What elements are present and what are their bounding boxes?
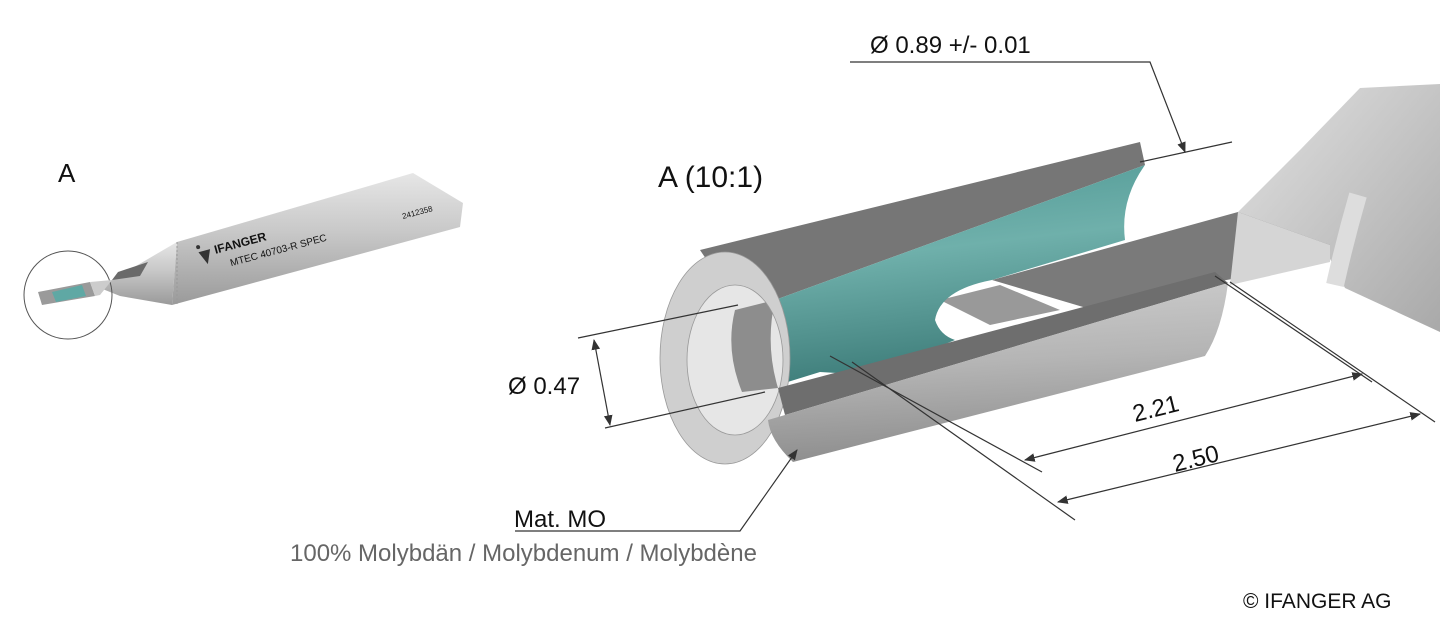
teal-insert bbox=[770, 165, 1145, 385]
tube-top-wall bbox=[700, 142, 1145, 302]
inner-bar-face bbox=[1230, 212, 1330, 285]
dim-outer-diameter: Ø 0.89 +/- 0.01 bbox=[870, 32, 1031, 59]
material-description: 100% Molybdän / Molybdenum / Molybdène bbox=[290, 540, 757, 567]
material-label: Mat. MO bbox=[514, 506, 606, 533]
detail-circle bbox=[23, 250, 113, 340]
tube-bottom-body bbox=[768, 283, 1228, 462]
inner-pin bbox=[731, 300, 778, 392]
copyright: © IFANGER AG bbox=[1243, 590, 1392, 613]
tool-shank bbox=[172, 173, 463, 305]
dimension-lines bbox=[515, 61, 1436, 532]
dim-inner-diameter: Ø 0.47 bbox=[508, 373, 580, 400]
shank-cone bbox=[1238, 84, 1440, 332]
bar-groove bbox=[940, 285, 1060, 325]
tool-overview: IFANGER MTEC 40703-R SPEC 2412358 A bbox=[23, 158, 463, 340]
ifanger-logo-icon bbox=[198, 249, 211, 265]
view-label-a: A bbox=[58, 158, 76, 188]
tube-bottom-cut-face bbox=[778, 272, 1228, 415]
dim-length-total: 2.50 bbox=[1170, 440, 1222, 478]
tube-front-ring bbox=[659, 251, 791, 465]
tool-flute bbox=[112, 262, 148, 280]
detail-view: A (10:1) Ø 0.89 +/- 0.01 Ø 0.47 2.21 2.5… bbox=[290, 32, 1440, 567]
view-label-detail: A (10:1) bbox=[658, 161, 763, 194]
tool-tip-insert bbox=[38, 280, 112, 305]
